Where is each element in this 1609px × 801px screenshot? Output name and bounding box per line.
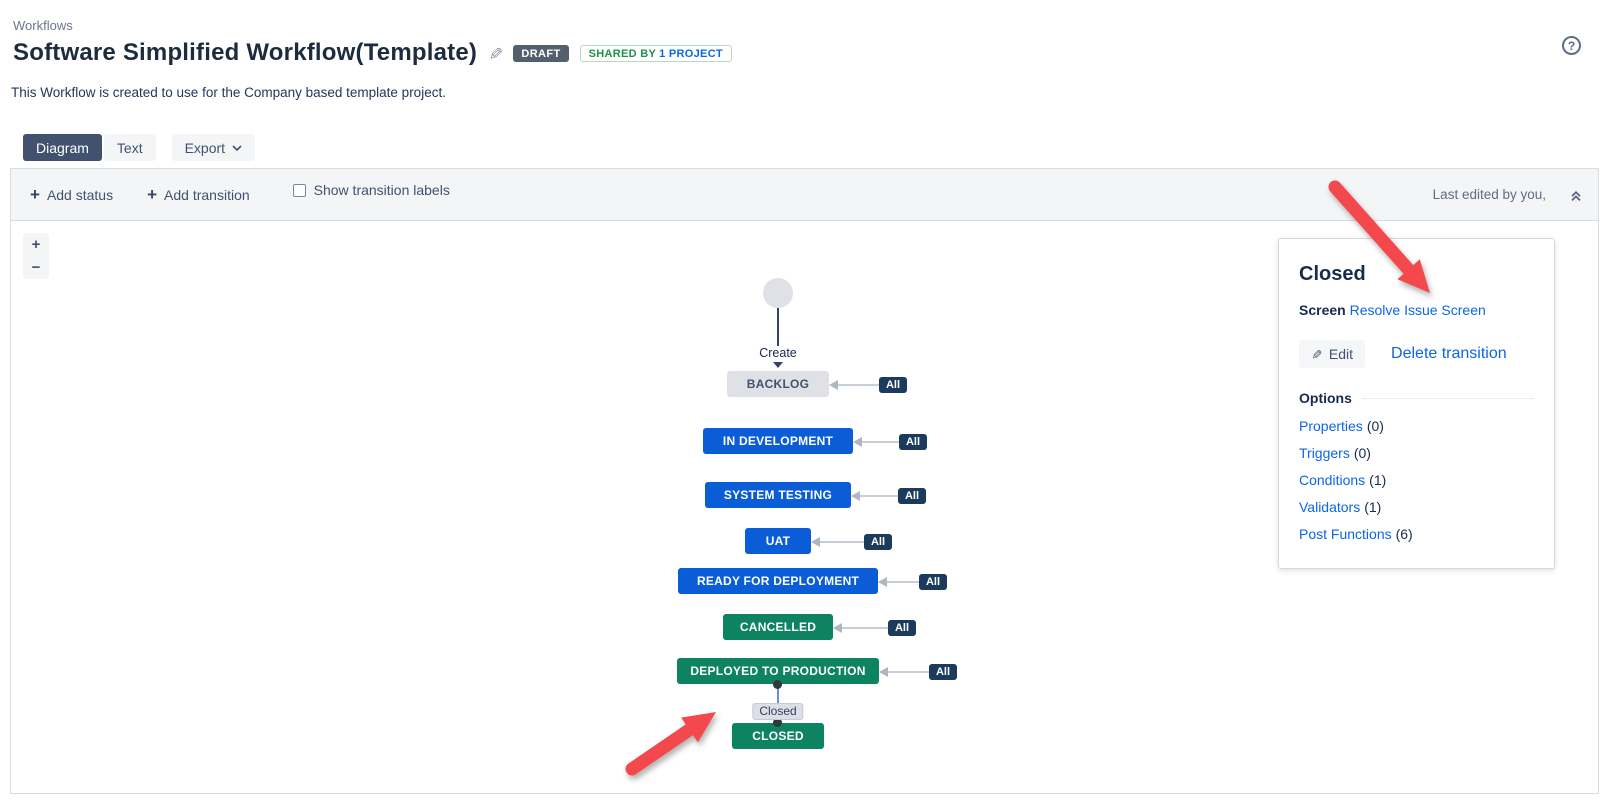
- tab-export-label: Export: [184, 139, 226, 156]
- all-transition-in-development[interactable]: All: [853, 433, 927, 450]
- add-transition-button[interactable]: + Add transition: [147, 186, 250, 203]
- all-badge[interactable]: All: [918, 573, 947, 590]
- chevron-down-icon: [232, 144, 242, 151]
- arrow-left-icon: [811, 536, 820, 547]
- status-deployed-to-production[interactable]: DEPLOYED TO PRODUCTION: [677, 658, 879, 684]
- status-system-testing[interactable]: SYSTEM TESTING: [705, 482, 851, 508]
- show-transition-labels-control: Show transition labels: [292, 181, 450, 198]
- all-badge[interactable]: All: [863, 533, 892, 550]
- add-transition-label: Add transition: [164, 186, 250, 203]
- zoom-out-button[interactable]: −: [31, 259, 41, 276]
- divider: [1361, 397, 1534, 399]
- option-triggers: Triggers(0): [1299, 445, 1534, 461]
- panel-title: Closed: [1299, 263, 1366, 285]
- tab-export[interactable]: Export: [171, 134, 256, 161]
- option-post-functions: Post Functions(6): [1299, 526, 1534, 542]
- tab-diagram[interactable]: Diagram: [23, 134, 102, 161]
- start-node[interactable]: [763, 278, 793, 308]
- edit-transition-button[interactable]: ✎ Edit: [1299, 340, 1366, 368]
- all-transition-uat[interactable]: All: [811, 533, 892, 550]
- screen-link[interactable]: Resolve Issue Screen: [1349, 302, 1486, 318]
- option-validators: Validators(1): [1299, 499, 1534, 515]
- all-transition-cancelled[interactable]: All: [833, 619, 916, 636]
- status-cancelled[interactable]: CANCELLED: [723, 614, 833, 640]
- edit-button-label: Edit: [1328, 346, 1354, 362]
- diagram-canvas[interactable]: + − Create BACKLOG IN DEVELOPMENT SYSTEM…: [11, 221, 1598, 793]
- show-transition-labels-checkbox[interactable]: [292, 183, 306, 197]
- shared-badge-prefix: SHARED BY: [588, 47, 657, 60]
- delete-transition-link[interactable]: Delete transition: [1391, 345, 1507, 362]
- all-badge[interactable]: All: [928, 663, 957, 680]
- option-properties: Properties(0): [1299, 418, 1534, 434]
- arrow-left-icon: [878, 576, 887, 587]
- plus-icon: +: [147, 185, 158, 204]
- all-badge[interactable]: All: [878, 376, 907, 393]
- zoom-control: + −: [23, 233, 49, 279]
- breadcrumb[interactable]: Workflows: [13, 18, 73, 33]
- help-icon[interactable]: ?: [1562, 36, 1581, 55]
- show-transition-labels-label: Show transition labels: [313, 181, 450, 198]
- collapse-toolbar-icon[interactable]: [1568, 187, 1584, 203]
- connector-endpoint-dot: [773, 680, 782, 689]
- option-conditions: Conditions(1): [1299, 472, 1534, 488]
- create-transition-label[interactable]: Create: [759, 346, 797, 360]
- status-backlog[interactable]: BACKLOG: [727, 371, 829, 397]
- shared-badge-count: 1 PROJECT: [659, 47, 723, 60]
- properties-count: (0): [1366, 418, 1384, 434]
- diagram-toolbar: + Add status + Add transition Show trans…: [11, 169, 1598, 221]
- conditions-link[interactable]: Conditions: [1299, 472, 1366, 488]
- arrow-left-icon: [833, 622, 842, 633]
- arrow-left-icon: [829, 379, 838, 390]
- properties-link[interactable]: Properties: [1299, 418, 1363, 434]
- all-badge[interactable]: All: [898, 433, 927, 450]
- edit-title-pencil-icon[interactable]: ✎: [485, 45, 505, 61]
- triggers-link[interactable]: Triggers: [1299, 445, 1350, 461]
- tab-text[interactable]: Text: [103, 134, 156, 161]
- arrow-left-icon: [853, 436, 862, 447]
- view-tabs: Diagram Text Export: [23, 134, 1609, 161]
- all-badge[interactable]: All: [897, 487, 926, 504]
- workflow-description: This Workflow is created to use for the …: [11, 85, 446, 100]
- all-badge[interactable]: All: [887, 619, 916, 636]
- validators-count: (1): [1364, 499, 1382, 515]
- draft-badge: DRAFT: [513, 44, 569, 62]
- options-heading: Options: [1299, 390, 1534, 406]
- add-status-button[interactable]: + Add status: [30, 186, 113, 203]
- connector-endpoint-dot: [773, 718, 782, 727]
- post-functions-link[interactable]: Post Functions: [1299, 526, 1392, 542]
- page-title: Software Simplified Workflow(Template): [13, 39, 478, 66]
- transition-detail-panel: Closed Screen Resolve Issue Screen ✎ Edi…: [1278, 238, 1555, 569]
- status-in-development[interactable]: IN DEVELOPMENT: [703, 428, 853, 454]
- all-transition-system-testing[interactable]: All: [851, 487, 926, 504]
- all-transition-deployed-to-production[interactable]: All: [879, 663, 957, 680]
- status-uat[interactable]: UAT: [745, 528, 811, 554]
- add-status-label: Add status: [46, 186, 114, 203]
- triggers-count: (0): [1353, 445, 1371, 461]
- validators-link[interactable]: Validators: [1299, 499, 1361, 515]
- pencil-icon: ✎: [1308, 348, 1324, 360]
- page-header: Workflows Software Simplified Workflow(T…: [0, 0, 1609, 161]
- last-edited-text: Last edited by you,: [1432, 187, 1546, 202]
- arrow-left-icon: [851, 490, 860, 501]
- all-transition-ready-for-deployment[interactable]: All: [878, 573, 947, 590]
- status-closed[interactable]: CLOSED: [732, 723, 824, 749]
- arrow-left-icon: [879, 666, 888, 677]
- screen-label: Screen: [1299, 302, 1346, 318]
- create-transition-line: [777, 308, 779, 346]
- all-transition-backlog[interactable]: All: [829, 376, 907, 393]
- closed-transition-label[interactable]: Closed: [752, 703, 804, 720]
- plus-icon: +: [30, 185, 40, 204]
- conditions-count: (1): [1369, 472, 1387, 488]
- zoom-in-button[interactable]: +: [31, 236, 41, 253]
- arrow-down-icon: [773, 362, 783, 368]
- workflow-editor: + Add status + Add transition Show trans…: [10, 168, 1599, 794]
- status-ready-for-deployment[interactable]: READY FOR DEPLOYMENT: [678, 568, 878, 594]
- post-functions-count: (6): [1395, 526, 1413, 542]
